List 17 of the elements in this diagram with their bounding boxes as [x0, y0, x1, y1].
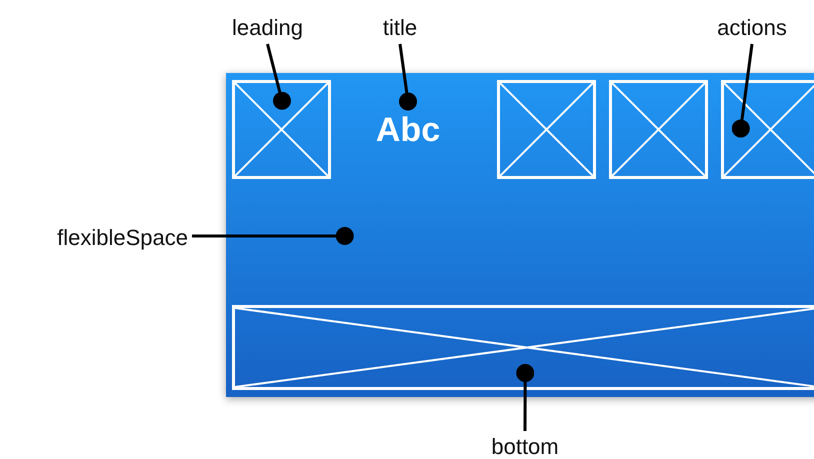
- title-text: Abc: [365, 115, 451, 145]
- placeholder-box: [232, 80, 331, 179]
- leader-line: [398, 44, 417, 110]
- placeholder-box: [609, 80, 708, 179]
- callout-label: leading: [215, 14, 320, 42]
- placeholder-box: [232, 305, 814, 390]
- callout-label: flexibleSpace: [4, 224, 188, 252]
- leader-line: [516, 364, 534, 431]
- placeholder-box: [497, 80, 596, 179]
- app-bar-panel: [226, 73, 814, 397]
- leader-line: [266, 44, 291, 110]
- placeholder-box: [721, 80, 814, 179]
- callout-label: title: [360, 14, 440, 42]
- callout-label: actions: [700, 14, 804, 42]
- leader-line: [732, 44, 754, 138]
- leader-line: [192, 226, 354, 245]
- callout-label: bottom: [470, 433, 580, 459]
